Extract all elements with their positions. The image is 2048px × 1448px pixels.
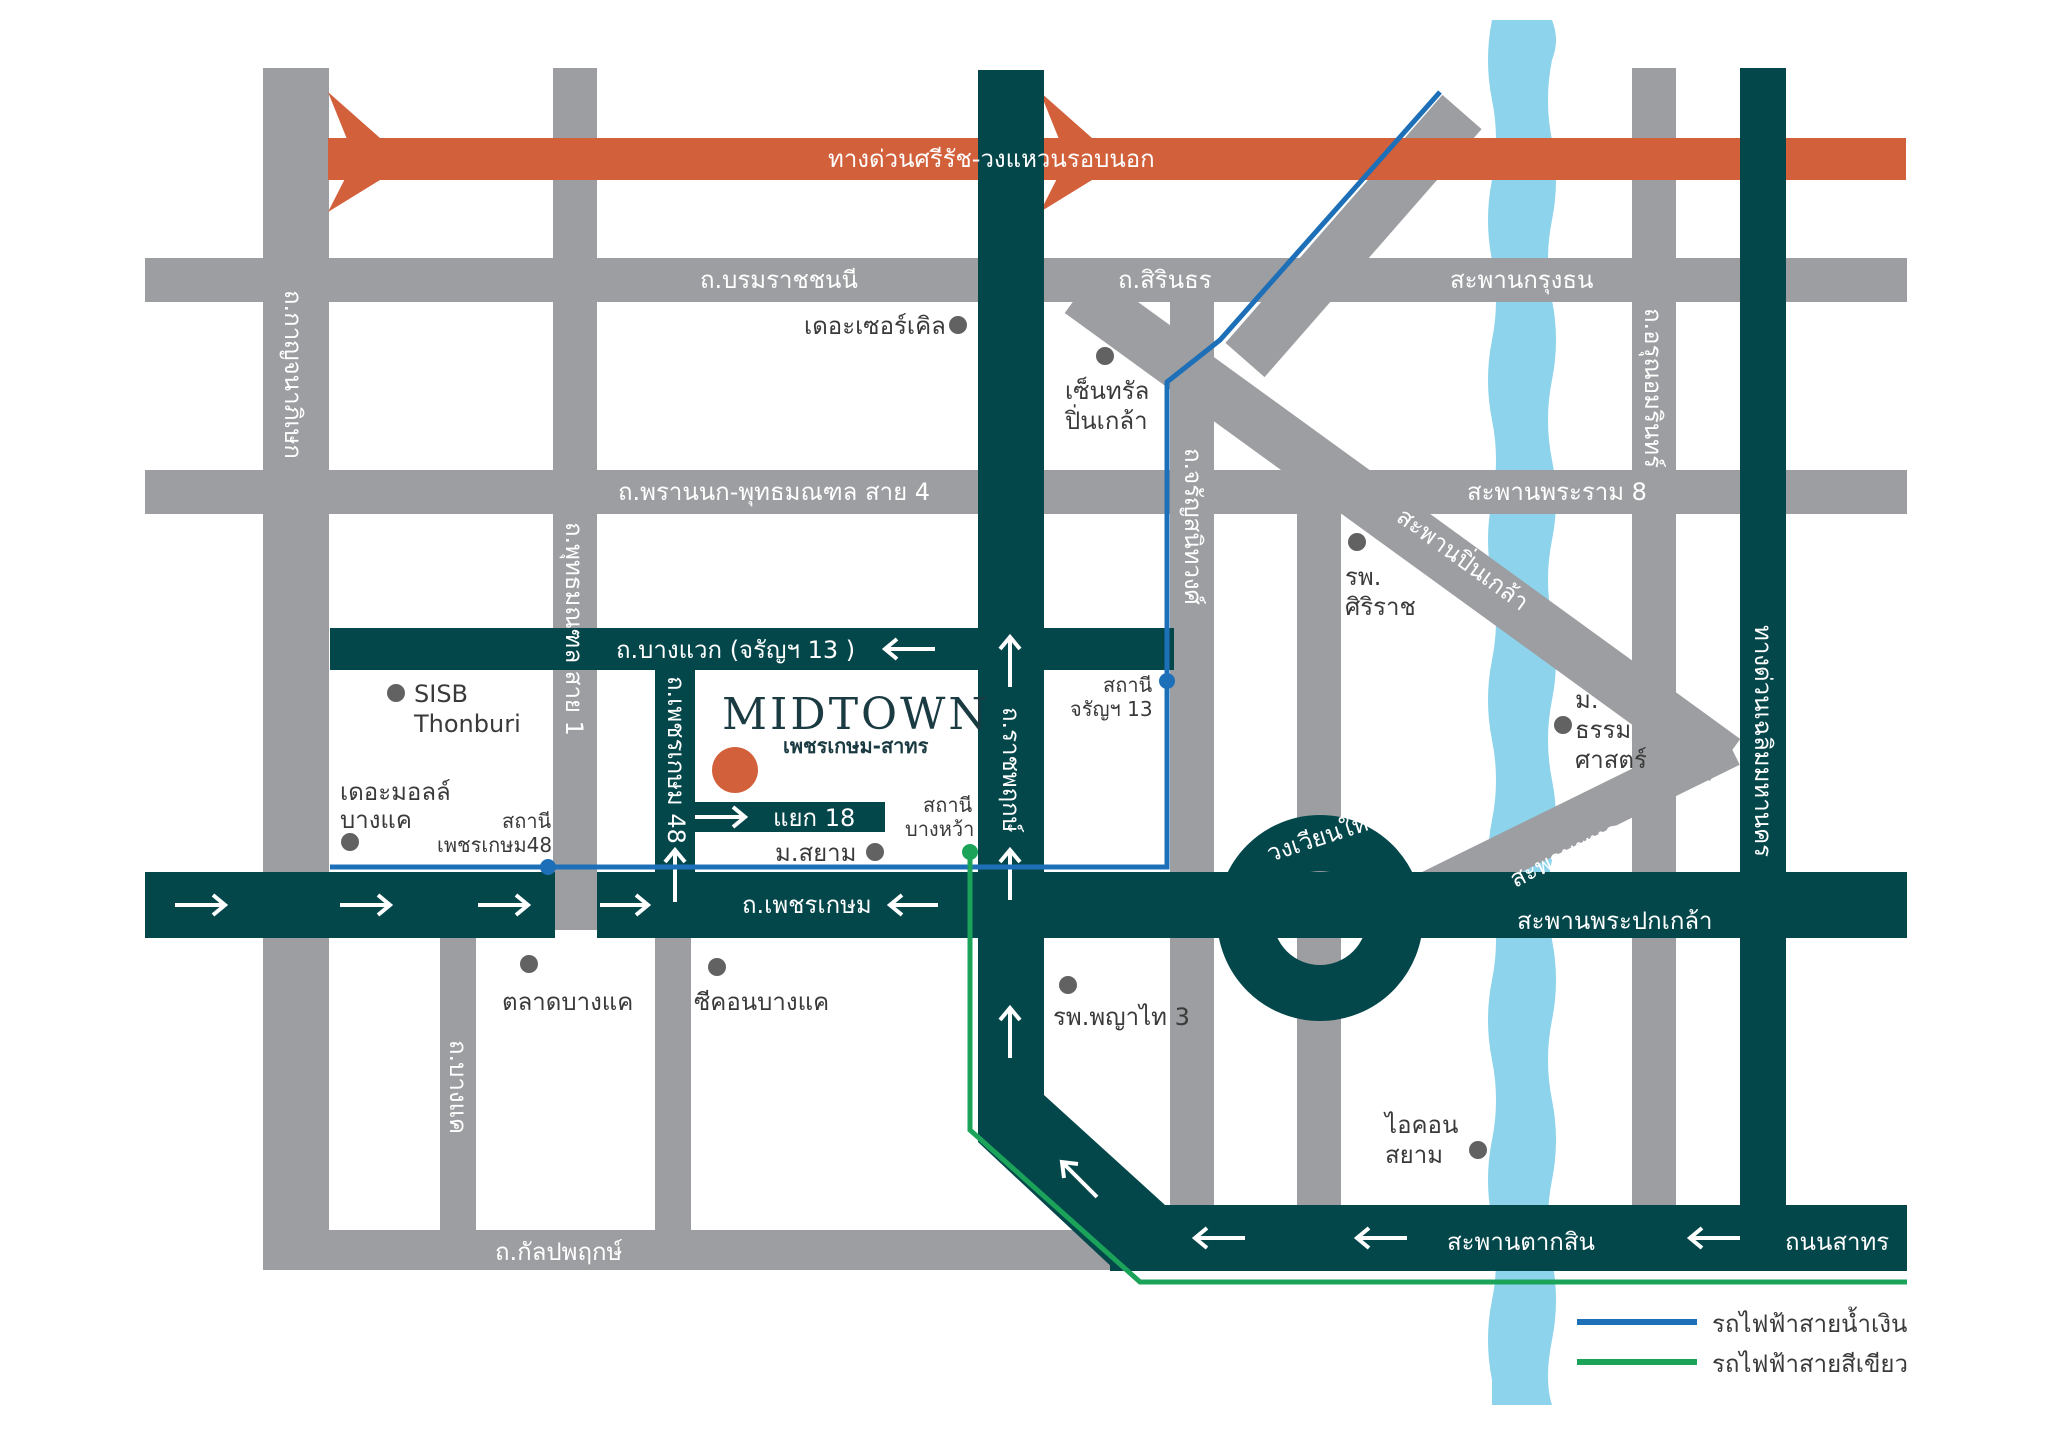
label-station-charan13-2: จรัญฯ 13 (1070, 697, 1153, 721)
label-phetkasem: ถ.เพชรเกษม (742, 891, 872, 919)
label-the-mall-1: เดอะมอลล์ (340, 778, 451, 806)
label-phrannok: ถ.พรานนก-พุทธมณฑล สาย 4 (618, 478, 930, 507)
label-icon-siam-1: ไอคอน (1383, 1111, 1458, 1139)
road-kanlapaphruek (263, 1230, 1163, 1270)
road-chaloem-maha-nakhon (1740, 68, 1786, 1228)
label-borommaratchachonnani: ถ.บรมราชชนนี (700, 266, 858, 294)
label-kanchanaphisek: ถ.กาญจนาภิเษก (279, 290, 307, 459)
label-thammasat-1: ม. (1575, 686, 1598, 714)
label-bang-waek: ถ.บางแวก (จรัญฯ 13 ) (616, 636, 855, 664)
label-station-phet48-2: เพชรเกษม48 (437, 833, 552, 857)
label-icon-siam-2: สยาม (1385, 1141, 1443, 1169)
mrt-blue-line (330, 90, 1442, 870)
legend: รถไฟฟ้าสายน้ำเงิน รถไฟฟ้าสายสีเขียว (1577, 1306, 1908, 1378)
label-central-2: ปิ่นเกล้า (1064, 404, 1148, 435)
label-sathorn-road: ถนนสาทร (1785, 1228, 1889, 1256)
label-charansanitwong: ถ.จรัญสนิทวงศ์ (1179, 448, 1207, 605)
project-marker: MIDTOWN เพชรเกษม-สาทร (712, 689, 990, 793)
label-siriraj-1: รพ. (1345, 563, 1381, 591)
label-ratchaphruek: ถ.ราชพฤกษ์ (997, 707, 1025, 833)
label-siam-university: ม.สยาม (775, 839, 856, 867)
label-seacon-bangkhae: ซีคอนบางแค (694, 988, 829, 1016)
label-chaloem-maha-nakhon: ทางด่วนเฉลิมมหานคร (1749, 625, 1777, 857)
road-pinklao-bridge (1064, 270, 1741, 782)
label-thammasat-2: ธรรม (1575, 716, 1631, 744)
station-charan13-dot (1159, 673, 1175, 689)
bts-green-line (967, 852, 1907, 1285)
direction-arrows (175, 633, 1740, 1250)
label-station-bangwa-2: บางหว้า (905, 817, 974, 841)
road-bang-khae (440, 935, 476, 1268)
label-siriraj-2: ศิริราช (1345, 593, 1416, 621)
place-labels: เดอะเซอร์เคิล เซ็นทรัล ปิ่นเกล้า รพ. ศิร… (340, 312, 1647, 1169)
station-phet48-dot (540, 859, 556, 875)
station-bangwa-dot (962, 844, 978, 860)
poi-dots (341, 316, 1572, 1159)
legend-green-label: รถไฟฟ้าสายสีเขียว (1712, 1350, 1908, 1378)
label-phra-pokklao-bridge: สะพานพระปกเกล้า (1517, 907, 1713, 935)
label-sisb-2: Thonburi (413, 710, 521, 738)
label-bang-khae: ถ.บางแค (444, 1040, 472, 1134)
expressway-sirat (328, 92, 1906, 212)
road-kanchanaphisek (263, 68, 329, 1268)
road-charansanitwong (1170, 270, 1214, 1175)
label-station-bangwa-1: สถานี (923, 793, 973, 817)
label-the-circle: เดอะเซอร์เคิล (804, 312, 946, 340)
station-labels: สถานี จรัญฯ 13 สถานี เพชรเกษม48 สถานี บา… (437, 673, 1153, 857)
project-name: MIDTOWN (722, 689, 990, 740)
project-subtitle: เพชรเกษม-สาทร (783, 734, 929, 758)
label-expressway: ทางด่วนศรีรัช-วงแหวนรอบนอก (828, 145, 1155, 173)
label-phetkasem-48: ถ.เพชรเกษม 48 (662, 676, 690, 844)
road-east-secondary (1632, 68, 1676, 1218)
label-rama8-bridge: สะพานพระราม 8 (1467, 478, 1647, 506)
label-thammasat-3: ศาสตร์ (1575, 746, 1647, 774)
label-station-phet48-1: สถานี (502, 809, 552, 833)
label-phutthamonthon-1: ถ.พุทธมณฑล สาย 1 (559, 522, 588, 736)
legend-blue-label: รถไฟฟ้าสายน้ำเงิน (1712, 1306, 1907, 1338)
label-central-1: เซ็นทรัล (1065, 376, 1149, 405)
project-dot (712, 747, 758, 793)
label-talat-bangkhae: ตลาดบางแค (502, 988, 633, 1016)
label-arun-amarin: ถ.อรุณอมรินทร์ (1638, 308, 1667, 468)
label-sirindhorn: ถ.สิรินธร (1118, 266, 1212, 294)
label-yaek-18: แยก 18 (773, 804, 855, 832)
label-phyathai-3: รพ.พญาไท 3 (1053, 1003, 1190, 1031)
label-the-mall-2: บางแค (340, 806, 412, 834)
road-phetkasem-48-south (655, 935, 691, 1235)
wongwian-yai-circle (1217, 815, 1423, 1021)
main-roads (145, 68, 1907, 1271)
label-taksin-bridge: สะพานตากสิน (1447, 1228, 1595, 1256)
label-kanlapaphruek: ถ.กัลปพฤกษ์ (495, 1238, 623, 1266)
label-sisb-1: SISB (414, 680, 468, 708)
label-krungthon-bridge: สะพานกรุงธน (1450, 266, 1593, 295)
river-chao-phraya (1488, 20, 1556, 1405)
label-station-charan13-1: สถานี (1103, 673, 1153, 697)
